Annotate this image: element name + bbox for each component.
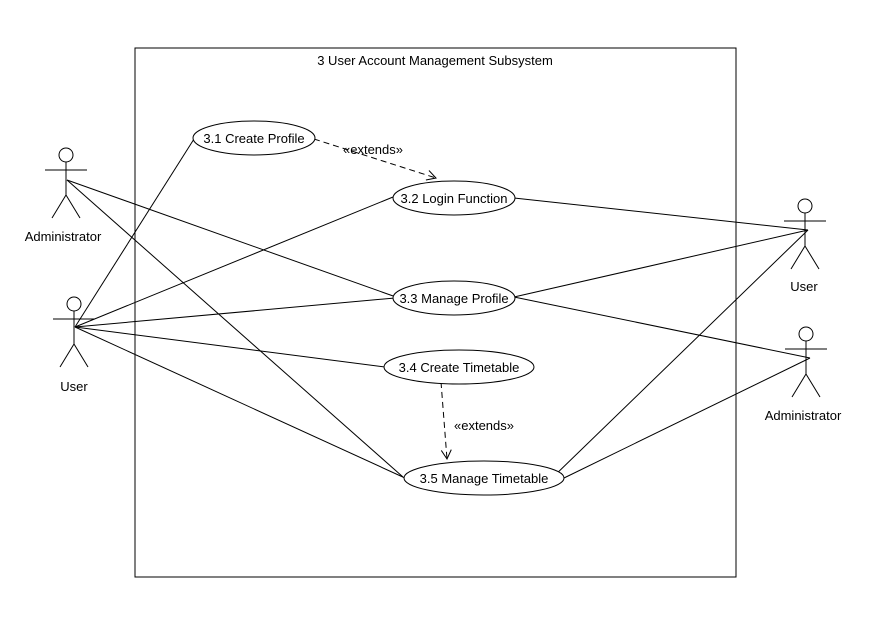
extends-label-2: «extends»	[454, 418, 514, 433]
stick-figure-icon	[53, 296, 95, 368]
assoc-user-left-manage-timetable	[74, 326, 406, 479]
stick-figure-icon	[45, 147, 87, 219]
actor-administrator-left[interactable]: Administrator	[25, 147, 102, 244]
extends-arrow-create-timetable-to-manage-timetable	[440, 381, 452, 461]
assoc-admin-right-manage-timetable	[563, 357, 811, 479]
system-boundary	[134, 47, 737, 578]
use-case-login-function[interactable]: 3.2 Login Function	[392, 180, 516, 216]
use-case-label: 3.2 Login Function	[401, 191, 508, 206]
assoc-user-left-create-timetable	[74, 326, 386, 368]
assoc-user-right-login	[513, 197, 809, 231]
assoc-admin-left-manage-timetable	[66, 179, 404, 478]
actor-label: Administrator	[25, 229, 102, 244]
use-case-label: 3.3 Manage Profile	[399, 291, 508, 306]
use-case-create-profile[interactable]: 3.1 Create Profile	[192, 120, 316, 156]
system-title: 3 User Account Management Subsystem	[317, 53, 553, 68]
assoc-user-left-login	[74, 196, 394, 328]
actor-label: User	[60, 379, 88, 394]
assoc-user-left-manage-profile	[74, 297, 396, 328]
assoc-user-left-create-profile	[74, 138, 195, 328]
use-case-manage-profile[interactable]: 3.3 Manage Profile	[392, 280, 516, 316]
extends-dependencies: «extends» «extends»	[313, 138, 514, 461]
use-case-create-timetable[interactable]: 3.4 Create Timetable	[383, 349, 535, 385]
actor-user-right[interactable]: User	[784, 198, 826, 294]
use-case-label: 3.1 Create Profile	[203, 131, 304, 146]
use-case-manage-timetable[interactable]: 3.5 Manage Timetable	[403, 460, 565, 496]
use-case-label: 3.4 Create Timetable	[399, 360, 520, 375]
extends-label-1: «extends»	[343, 142, 403, 157]
stick-figure-icon	[784, 198, 826, 270]
extends-arrow-create-profile-to-login	[313, 138, 437, 181]
actor-administrator-right[interactable]: Administrator	[765, 326, 842, 423]
actor-user-left[interactable]: User	[53, 296, 95, 394]
assoc-admin-right-manage-profile	[513, 296, 811, 359]
stick-figure-icon	[785, 326, 827, 398]
associations	[66, 138, 811, 481]
assoc-user-right-manage-timetable	[549, 229, 809, 481]
assoc-admin-left-manage-profile	[66, 179, 397, 298]
use-case-label: 3.5 Manage Timetable	[420, 471, 549, 486]
actor-label: User	[790, 279, 818, 294]
actor-label: Administrator	[765, 408, 842, 423]
assoc-user-right-manage-profile	[513, 229, 809, 298]
